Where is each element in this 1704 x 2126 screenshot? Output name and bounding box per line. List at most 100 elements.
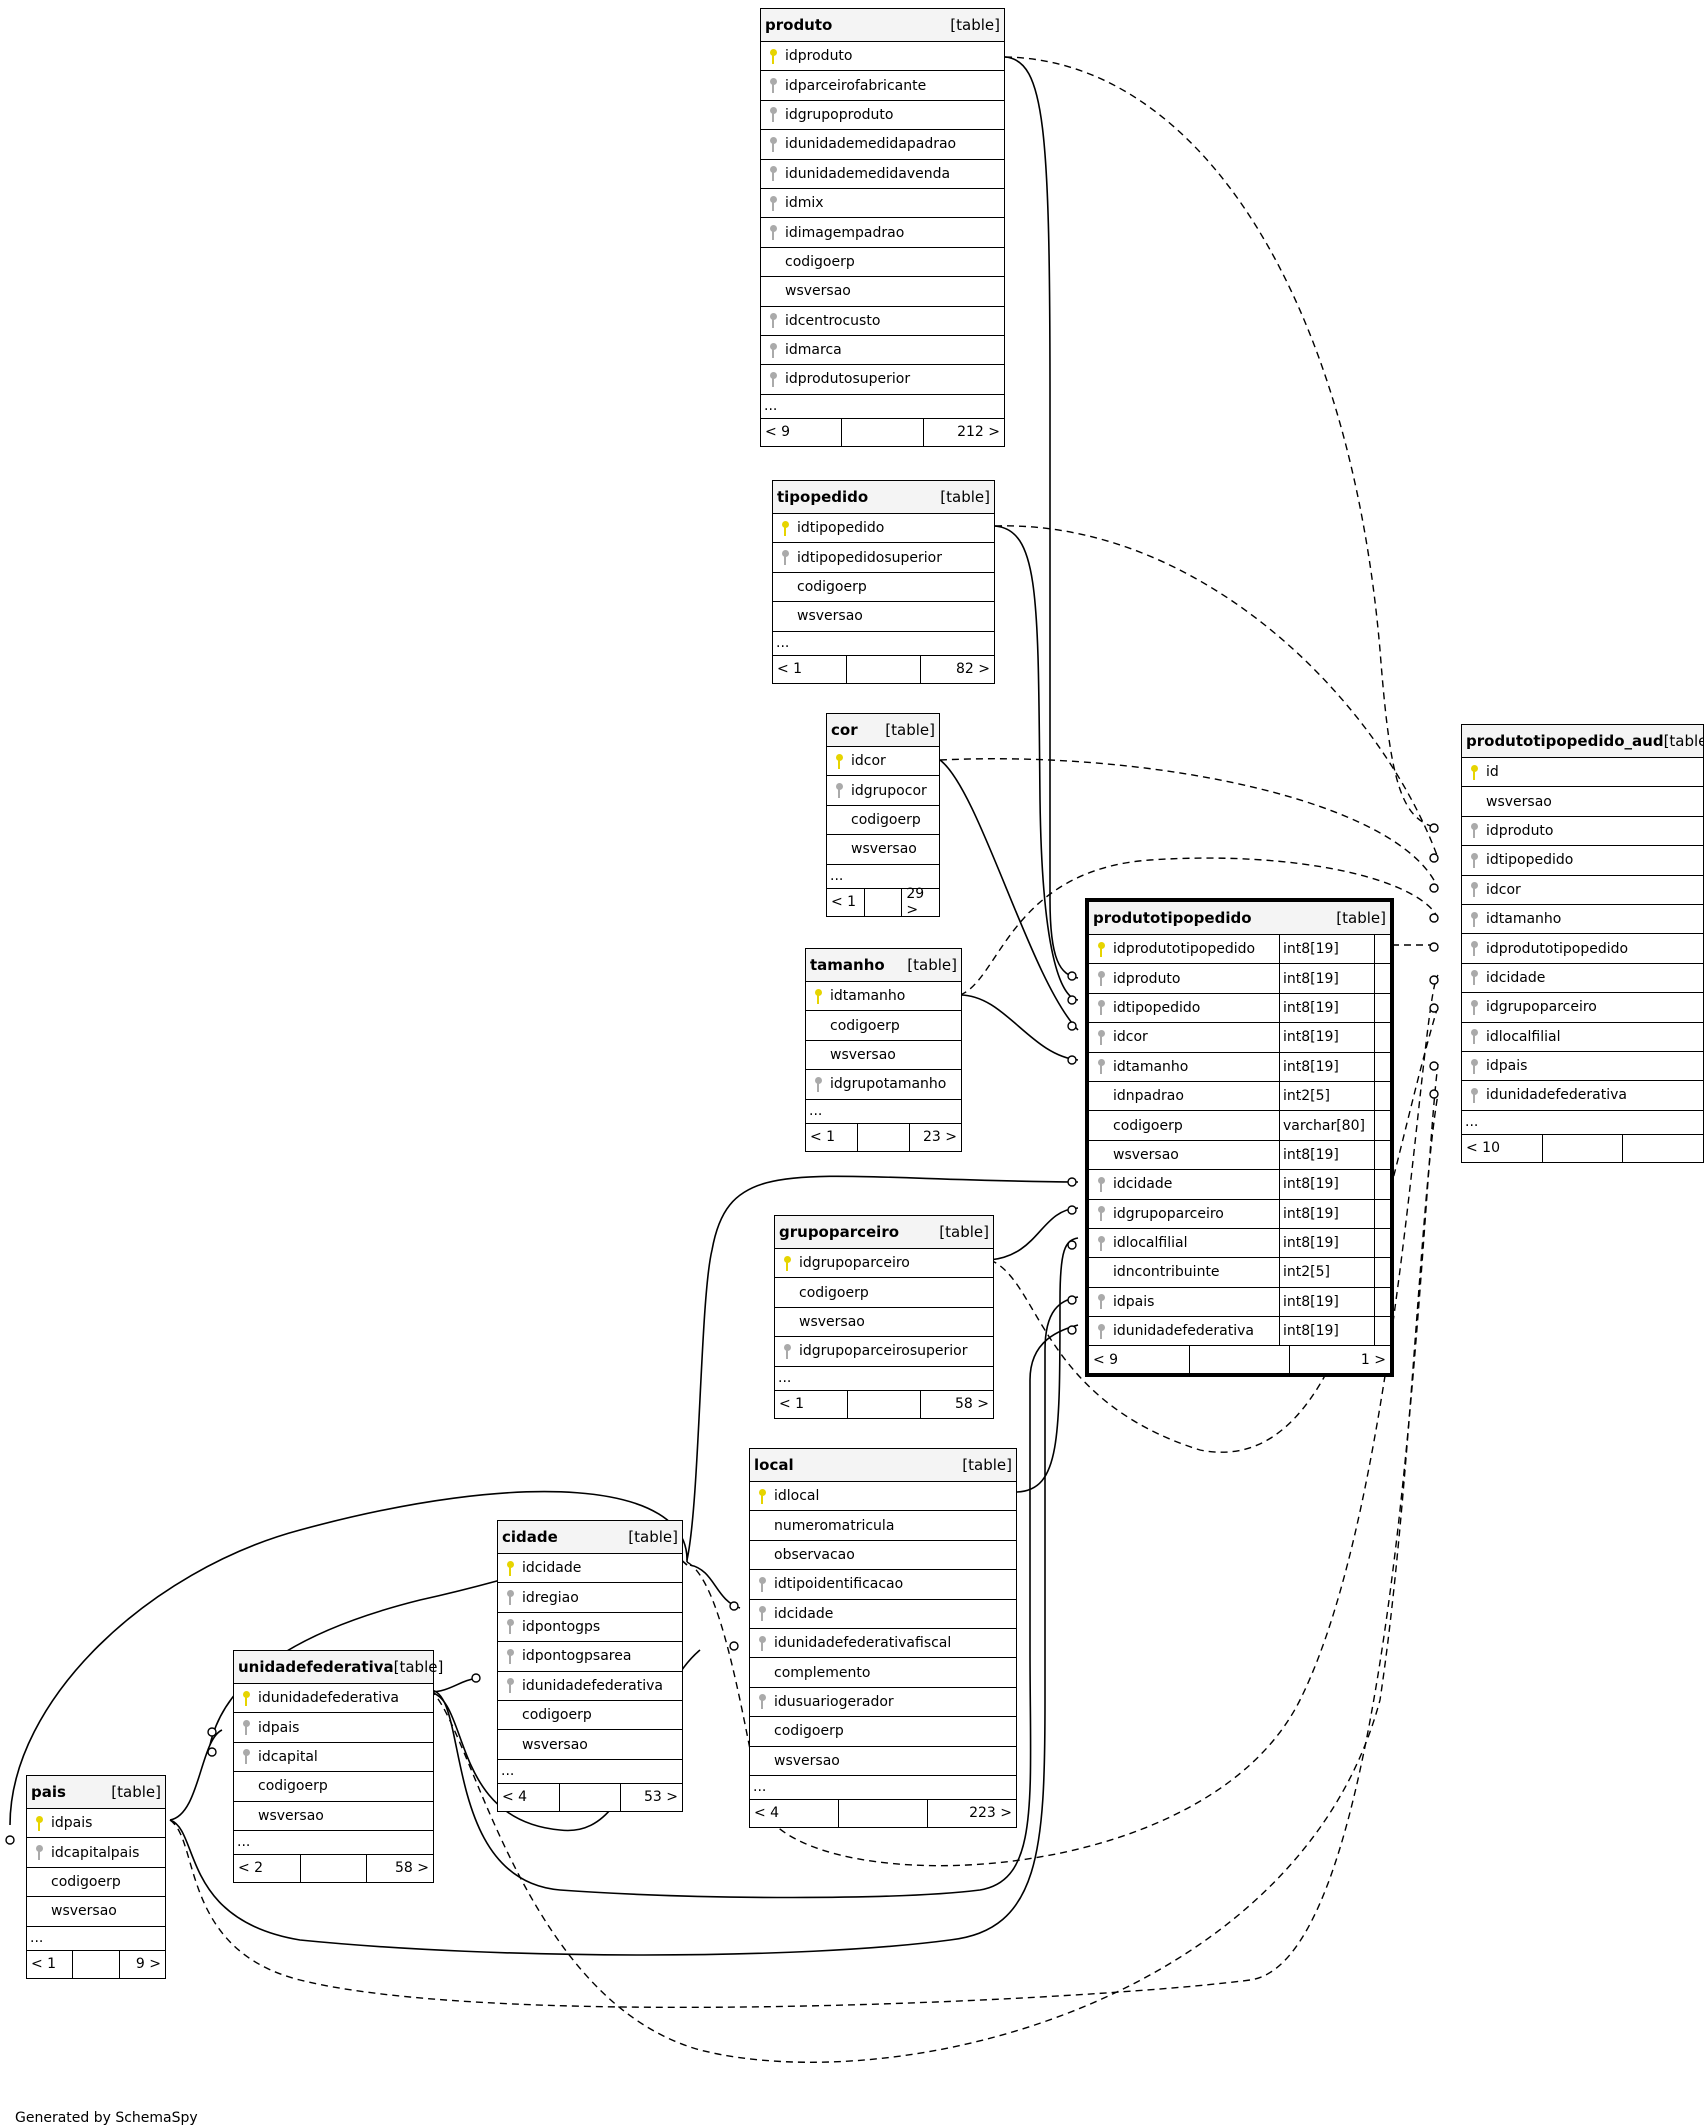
- column-row[interactable]: idimagempadrao: [761, 218, 1004, 248]
- column-row[interactable]: idregiao: [498, 1583, 682, 1613]
- column-row[interactable]: idunidademedidavenda: [761, 160, 1004, 189]
- parent-count[interactable]: < 4: [502, 1789, 528, 1806]
- column-row[interactable]: idcentrocusto: [761, 307, 1004, 336]
- table-header[interactable]: tamanho[table]: [806, 949, 961, 982]
- child-count[interactable]: 29 >: [906, 886, 925, 919]
- column-row[interactable]: idtipopedidosuperior: [773, 543, 994, 573]
- column-row[interactable]: idunidadefederativa: [498, 1672, 682, 1701]
- column-row[interactable]: wsversao: [27, 1897, 165, 1927]
- column-row[interactable]: idgrupocor: [827, 776, 939, 806]
- parent-count[interactable]: < 1: [779, 1396, 805, 1413]
- column-row[interactable]: idpais: [234, 1713, 433, 1743]
- column-row[interactable]: idtipoidentificacao: [750, 1570, 1016, 1600]
- more-columns[interactable]: ...: [775, 1367, 993, 1391]
- table-name[interactable]: produtotipopedido_aud: [1466, 732, 1664, 750]
- column-row[interactable]: idtamanho: [806, 982, 961, 1012]
- column-row[interactable]: codigoerp: [775, 1278, 993, 1308]
- parent-count[interactable]: < 4: [754, 1805, 780, 1822]
- parent-count[interactable]: < 9: [765, 424, 791, 441]
- column-row[interactable]: idcidade: [1462, 964, 1703, 994]
- more-columns[interactable]: ...: [750, 1776, 1016, 1800]
- table-header[interactable]: unidadefederativa[table]: [234, 1651, 443, 1684]
- parent-count[interactable]: < 9: [1093, 1351, 1119, 1368]
- column-row[interactable]: idgrupoparceiro: [775, 1249, 993, 1279]
- column-row[interactable]: idcor: [1462, 876, 1703, 905]
- column-row[interactable]: codigoerp: [773, 573, 994, 603]
- table-produtotipopedido[interactable]: produtotipopedido[table]idprodutotipoped…: [1085, 898, 1394, 1378]
- column-row[interactable]: id: [1462, 758, 1703, 788]
- column-row[interactable]: idlocalfilial: [1462, 1023, 1703, 1052]
- column-row[interactable]: codigoerp: [827, 806, 939, 836]
- column-row[interactable]: idcor: [827, 747, 939, 777]
- column-row[interactable]: idusuariogerador: [750, 1688, 1016, 1718]
- column-row[interactable]: idproduto: [761, 42, 1004, 72]
- column-row[interactable]: wsversao: [234, 1802, 433, 1831]
- column-row[interactable]: wsversao: [761, 277, 1004, 307]
- column-row[interactable]: wsversao: [775, 1308, 993, 1338]
- more-columns[interactable]: ...: [761, 395, 1004, 419]
- table-header[interactable]: tipopedido[table]: [773, 481, 994, 514]
- table-header[interactable]: cor[table]: [827, 714, 939, 747]
- table-name[interactable]: grupoparceiro: [779, 1223, 900, 1241]
- column-row[interactable]: idgrupoproduto: [761, 101, 1004, 131]
- table-header[interactable]: produto[table]: [761, 9, 1004, 42]
- column-row[interactable]: idcidade: [498, 1554, 682, 1584]
- child-count[interactable]: 9 >: [135, 1956, 161, 1973]
- child-count[interactable]: 53 >: [644, 1789, 679, 1806]
- column-row[interactable]: idpais: [27, 1809, 165, 1839]
- more-columns[interactable]: ...: [773, 632, 994, 656]
- child-count[interactable]: 1 >: [1360, 1351, 1387, 1368]
- child-count[interactable]: 212 >: [957, 424, 1000, 441]
- more-columns[interactable]: ...: [806, 1100, 961, 1124]
- parent-count[interactable]: < 1: [31, 1956, 57, 1973]
- child-count[interactable]: 23 >: [923, 1129, 957, 1146]
- more-columns[interactable]: ...: [1462, 1111, 1703, 1135]
- more-columns[interactable]: ...: [498, 1760, 682, 1784]
- column-row[interactable]: idgrupotamanho: [806, 1070, 961, 1100]
- column-row[interactable]: wsversao: [827, 835, 939, 865]
- column-row[interactable]: idunidadefederativa: [1462, 1081, 1703, 1111]
- table-name[interactable]: tipopedido: [777, 488, 869, 506]
- column-row[interactable]: codigoerp: [498, 1701, 682, 1731]
- table-header[interactable]: cidade[table]: [498, 1521, 682, 1554]
- child-count[interactable]: 82 >: [956, 661, 990, 678]
- column-row[interactable]: codigoerp: [234, 1772, 433, 1802]
- column-row[interactable]: idcidade: [750, 1600, 1016, 1629]
- table-header[interactable]: produtotipopedido[table]: [1089, 902, 1390, 935]
- table-name[interactable]: unidadefederativa: [238, 1658, 394, 1676]
- column-row[interactable]: idtipopedido: [1462, 846, 1703, 876]
- table-name[interactable]: cor: [831, 721, 858, 739]
- column-row[interactable]: wsversao: [750, 1747, 1016, 1776]
- column-row[interactable]: idpontogpsarea: [498, 1642, 682, 1672]
- table-name[interactable]: local: [754, 1456, 794, 1474]
- column-row[interactable]: wsversao: [806, 1041, 961, 1071]
- table-name[interactable]: produto: [765, 16, 833, 34]
- column-row[interactable]: idtipopedido: [773, 514, 994, 544]
- table-unidadefederativa[interactable]: unidadefederativa[table]idunidadefederat…: [233, 1650, 443, 1883]
- table-header[interactable]: pais[table]: [27, 1776, 165, 1809]
- column-row[interactable]: idproduto: [1462, 817, 1703, 847]
- table-name[interactable]: pais: [31, 1783, 66, 1801]
- parent-count[interactable]: < 10: [1466, 1140, 1500, 1157]
- column-row[interactable]: wsversao: [498, 1730, 682, 1760]
- column-row[interactable]: codigoerp: [806, 1011, 961, 1041]
- child-count[interactable]: 58 >: [395, 1860, 430, 1877]
- column-row[interactable]: idcapital: [234, 1743, 433, 1773]
